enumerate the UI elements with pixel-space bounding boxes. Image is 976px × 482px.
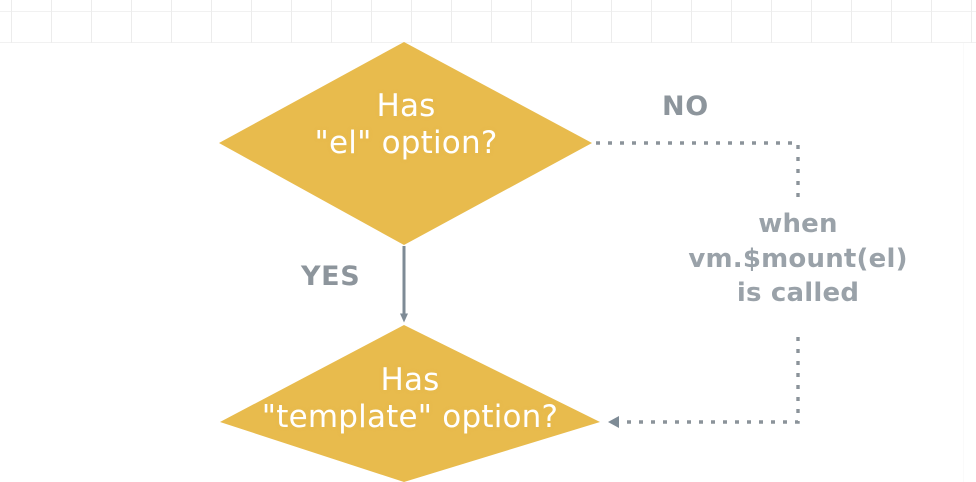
annotation-mount-note: when vm.$mount(el) is called	[648, 207, 948, 311]
annotation-line-2: vm.$mount(el)	[688, 243, 908, 274]
edge-label-no: NO	[662, 91, 709, 122]
decision-node-has-el-label: Has "el" option?	[219, 88, 593, 161]
decision-node-has-template-label: Has "template" option?	[220, 362, 600, 435]
node-has-template-line-2: "template" option?	[261, 398, 559, 435]
node-has-template-line-1: Has	[380, 362, 440, 398]
node-has-el-line-1: Has	[376, 88, 436, 124]
edge-label-yes: YES	[301, 261, 361, 292]
node-has-el-line-2: "el" option?	[314, 124, 498, 161]
decision-node-has-el[interactable]	[219, 42, 592, 245]
decision-node-has-template[interactable]	[220, 325, 600, 482]
annotation-line-3: is called	[736, 278, 860, 309]
background-grid-line-right	[963, 43, 964, 482]
annotation-line-1: when	[758, 209, 838, 239]
annotation-backdrop	[650, 200, 946, 330]
